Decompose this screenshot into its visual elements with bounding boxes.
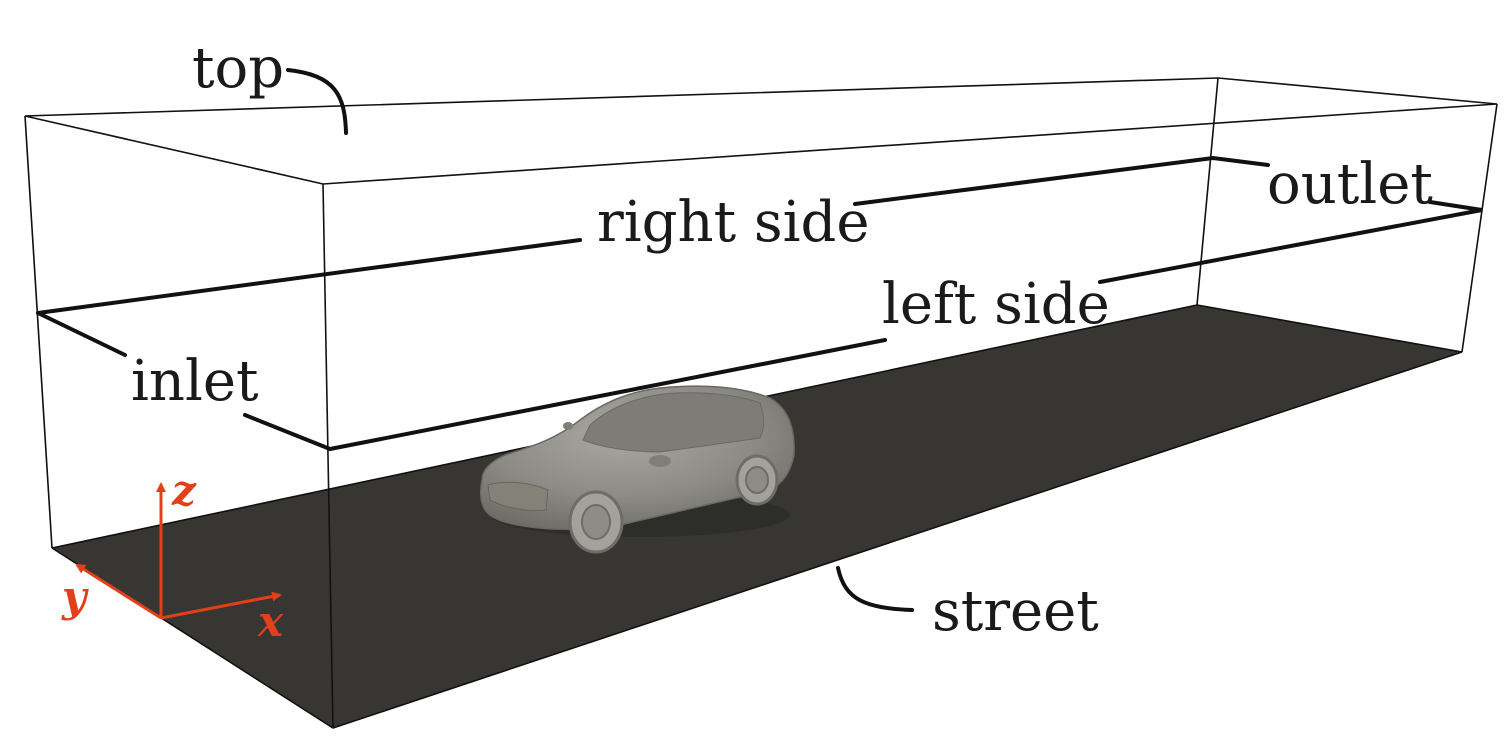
label-street: street [932,579,1099,644]
mid-band-lines [36,155,1483,451]
label-left-side: left side [882,272,1110,337]
car-model [479,385,795,554]
x-axis-label: x [257,597,284,646]
label-right-side: right side [597,190,870,255]
y-axis-label: y [61,572,89,621]
label-top: top [192,36,284,101]
street-leader [836,566,914,612]
top-leader [286,68,348,135]
y-axis [75,563,162,620]
label-inlet: inlet [131,349,259,414]
label-outlet: outlet [1267,152,1433,217]
z-axis-label: z [171,466,197,515]
x-axis [160,591,282,620]
coordinate-axes [75,482,282,620]
